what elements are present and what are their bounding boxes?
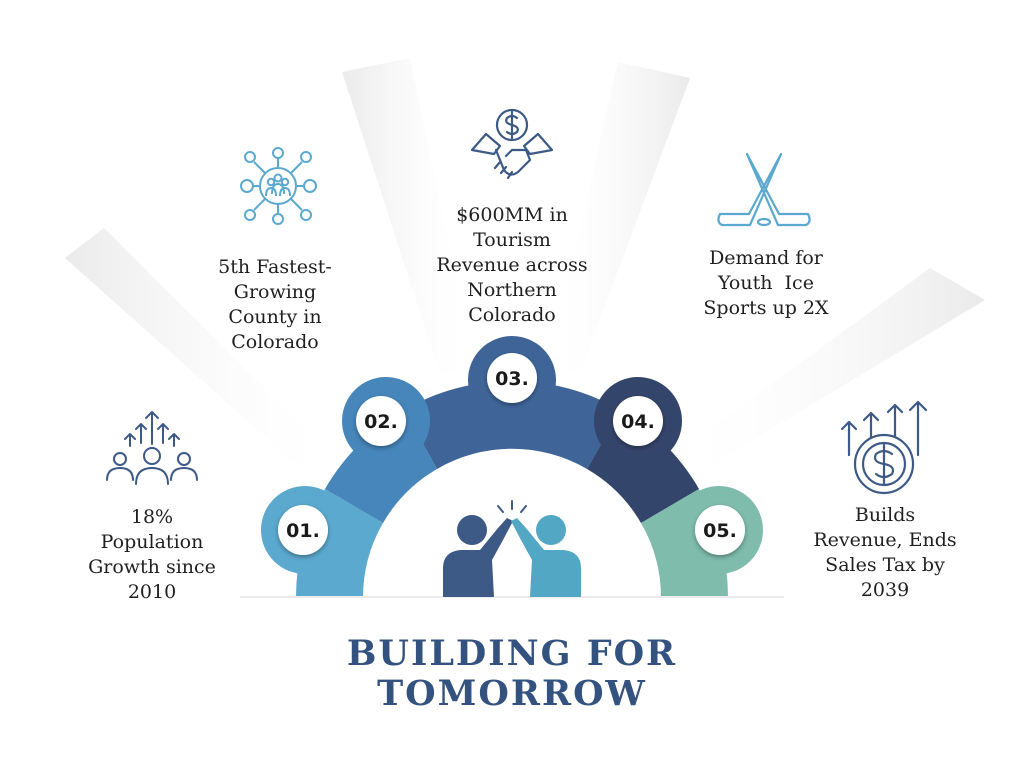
light-rays [65,58,985,484]
item-04-label: Demand for Youth Ice Sports up 2X [666,246,866,321]
item-01-line: 2010 [127,581,177,603]
light-ray [65,228,345,484]
badge-03: 03. [487,353,537,403]
light-ray [668,268,985,478]
badge-01-number: 01. [286,520,320,542]
high-five-icon [443,500,581,597]
item-04-line: Demand for [709,247,823,269]
badge-01: 01. [278,505,328,555]
badge-02: 02. [356,396,406,446]
item-05-line: 2039 [860,579,910,601]
item-04-line: Sports up 2X [703,297,829,319]
page-title: BUILDING FOR TOMORROW [212,634,812,714]
item-02-label: 5th Fastest- Growing County in Colorado [180,255,370,355]
item-03-label: $600MM in Tourism Revenue across Norther… [412,203,612,328]
item-03-line: Revenue across [436,254,588,276]
title-line-1: BUILDING FOR [346,633,678,674]
light-ray [342,58,474,374]
badge-02-number: 02. [364,411,398,433]
badge-03-number: 03. [495,368,529,390]
handshake-dollar-icon [470,108,554,180]
dollar-coin-arrows-icon [840,400,928,495]
item-01-line: 18% [130,506,174,528]
item-03-line: $600MM in [456,204,568,226]
badge-05: 05. [695,505,745,555]
number-badges: 01. 02. 03. 04. 05. [278,353,745,555]
segment-03 [404,381,620,469]
item-01-line: Population [100,531,204,553]
badge-04-number: 04. [621,411,655,433]
title-line-2: TOMORROW [377,673,647,714]
item-04-line: Youth Ice [718,272,814,294]
item-01-line: Growth since [88,556,216,578]
item-03-line: Tourism [473,229,551,251]
item-05-line: Revenue, Ends [813,529,957,551]
light-ray [548,62,690,372]
item-02-line: Colorado [231,331,319,353]
item-01-label: 18% Population Growth since 2010 [62,505,242,605]
base-line [240,596,784,598]
badge-04: 04. [613,396,663,446]
network-people-icon [240,147,317,225]
item-05-line: Builds [854,504,916,526]
item-05-label: Builds Revenue, Ends Sales Tax by 2039 [790,503,980,603]
item-02-line: County in [228,306,322,328]
item-02-line: Growing [233,281,317,303]
item-03-line: Colorado [468,304,556,326]
item-03-line: Northern [467,279,557,301]
hockey-sticks-icon [717,152,811,227]
item-02-line: 5th Fastest- [218,256,332,278]
badge-05-number: 05. [703,520,737,542]
item-05-line: Sales Tax by [825,554,945,576]
people-growth-arrows-icon [106,411,198,485]
